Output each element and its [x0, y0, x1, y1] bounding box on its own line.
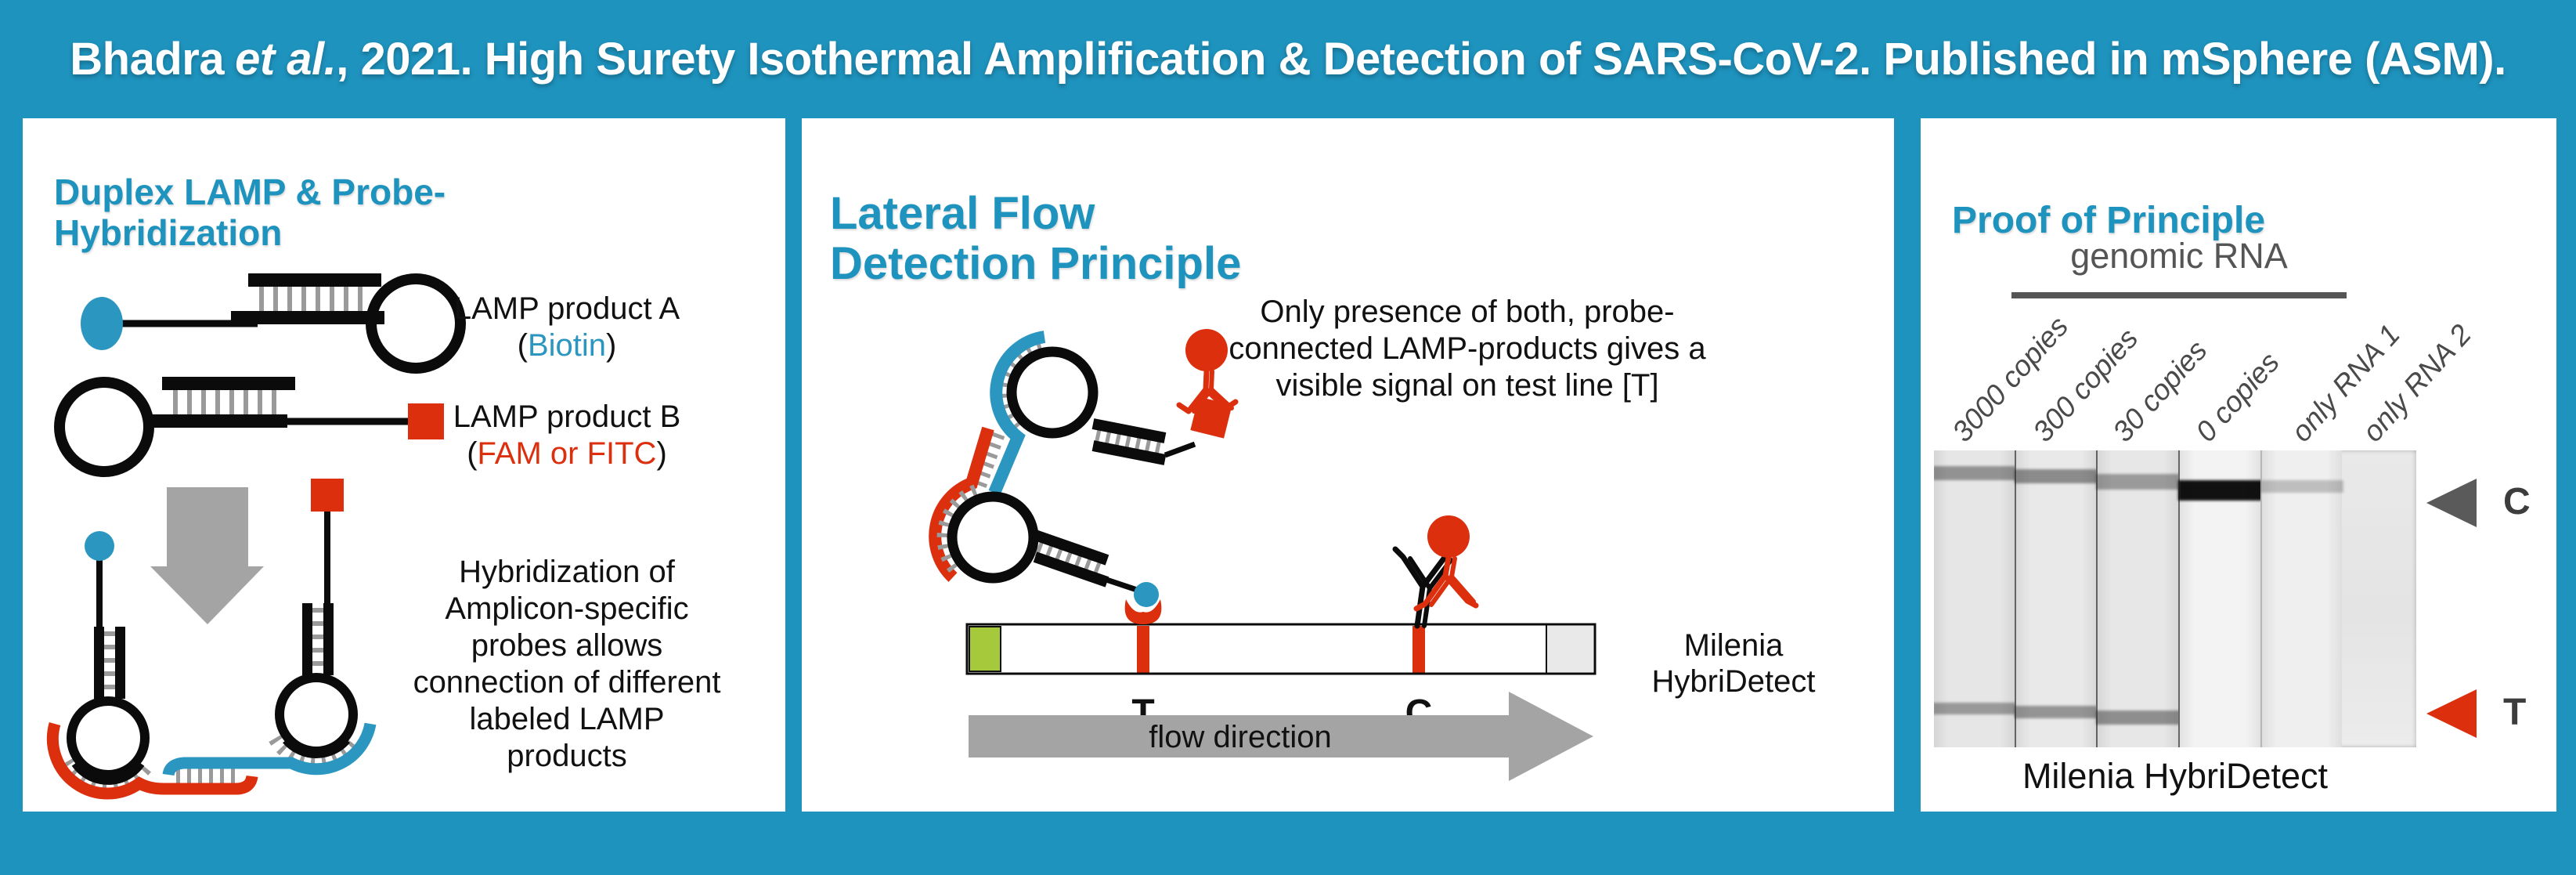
blue-probe-icon	[988, 331, 1046, 496]
flow-direction-arrow: flow direction	[969, 692, 1593, 781]
panel1-artwork	[46, 273, 466, 800]
gold-nanoparticle-icon	[1185, 329, 1228, 371]
lamp-loop-icon	[54, 377, 154, 477]
biotin-dot-icon	[85, 531, 114, 561]
product-b-label: LAMP product B (FAM or FITC)	[410, 399, 723, 472]
panel2-title-line2: Detection Principle	[830, 238, 1242, 290]
panel2-artwork: T C flow direction	[929, 329, 1596, 781]
test-arrow-label: T	[2503, 692, 2527, 733]
anti-fam-antibody-icon	[1176, 368, 1239, 414]
lamp-loop-icon	[1006, 346, 1099, 439]
panel1-title: Duplex LAMP & Probe- Hybridization	[54, 172, 446, 253]
lamp-loop-icon	[366, 273, 466, 374]
absorbent-pad	[1546, 626, 1593, 672]
hybridized-lamp-a-glyph	[46, 531, 258, 800]
test-arrow-icon	[2426, 689, 2477, 738]
product-a-name: LAMP product A	[453, 291, 680, 326]
test-line	[1137, 626, 1149, 673]
control-line-capture	[1392, 515, 1479, 629]
panel-proof-of-principle: Proof of Principle genomic RNA 3000 copi…	[1921, 118, 2556, 812]
panel3-title: Proof of Principle	[1952, 199, 2266, 241]
gold-nanoparticle-icon	[1427, 515, 1470, 558]
biotin-dot-icon	[81, 297, 123, 350]
genomic-rna-label: genomic RNA	[2070, 236, 2288, 276]
fam-square-icon	[408, 403, 444, 439]
panel1-title-line2: Hybridization	[54, 212, 283, 254]
banner-rest: , 2021. High Surety Isothermal Amplifica…	[336, 34, 2506, 85]
probe-connected-lamp-complex	[929, 329, 1239, 624]
photo-lane	[2096, 450, 2180, 747]
detection-note: Only presence of both, probe- connected …	[1228, 295, 1706, 403]
c-band	[2177, 480, 2262, 501]
panel1-title-line1: Duplex LAMP & Probe-	[54, 172, 446, 213]
c-band	[2014, 469, 2098, 483]
product-a-tag: (Biotin)	[517, 328, 617, 363]
photo-lane	[2177, 450, 2262, 747]
photo-lane	[2260, 450, 2344, 747]
c-band	[1934, 466, 2016, 480]
control-arrow-icon	[2426, 479, 2477, 527]
banner-author: Bhadra	[70, 34, 225, 85]
control-arrow-label: C	[2503, 481, 2531, 522]
red-probe-icon	[46, 721, 258, 800]
flow-direction-label: flow direction	[1149, 720, 1331, 754]
photo-lane	[1934, 450, 2016, 747]
product-b-name: LAMP product B	[453, 400, 681, 434]
hybridization-note: Hybridization of Amplicon-specific probe…	[413, 555, 721, 773]
hybridized-lamp-b-glyph	[162, 479, 377, 776]
lamp-product-b-glyph	[54, 377, 444, 477]
strip-photo	[1934, 450, 2416, 747]
t-band	[2014, 706, 2098, 718]
t-band	[1934, 703, 2016, 714]
lateral-flow-strip: T C	[965, 623, 1596, 734]
lamp-product-a-glyph	[81, 273, 466, 374]
photo-caption: Milenia HybriDetect	[2022, 756, 2329, 796]
lamp-loop-icon	[947, 491, 1039, 584]
banner-etal: et al.	[235, 34, 337, 85]
sample-pad	[969, 626, 1001, 672]
fam-square-icon	[311, 479, 344, 512]
product-a-label: LAMP product A (Biotin)	[410, 291, 723, 364]
detector-antibody-icon	[1413, 555, 1479, 612]
t-band	[2096, 710, 2180, 725]
product-b-tag: (FAM or FITC)	[467, 436, 667, 471]
photo-lane	[2014, 450, 2098, 747]
device-name: Milenia HybriDetect	[1651, 628, 1816, 699]
panel2-title: Lateral Flow Detection Principle	[830, 189, 1241, 289]
panel-duplex-lamp: Duplex LAMP & Probe- Hybridization LAMP …	[23, 118, 785, 812]
red-probe-icon	[929, 426, 994, 582]
blue-probe-icon	[162, 722, 377, 776]
genomic-rna-underline	[2011, 292, 2347, 298]
streptavidin-receptor-icon	[1124, 599, 1162, 624]
biotin-dot-icon	[1134, 582, 1159, 607]
c-band	[2260, 480, 2344, 493]
down-arrow-icon	[150, 487, 264, 624]
panel2-title-line1: Lateral Flow	[830, 188, 1095, 240]
control-line	[1412, 626, 1425, 673]
panel-lateral-flow: T C flow direction	[802, 118, 1894, 812]
c-band	[2096, 474, 2180, 490]
